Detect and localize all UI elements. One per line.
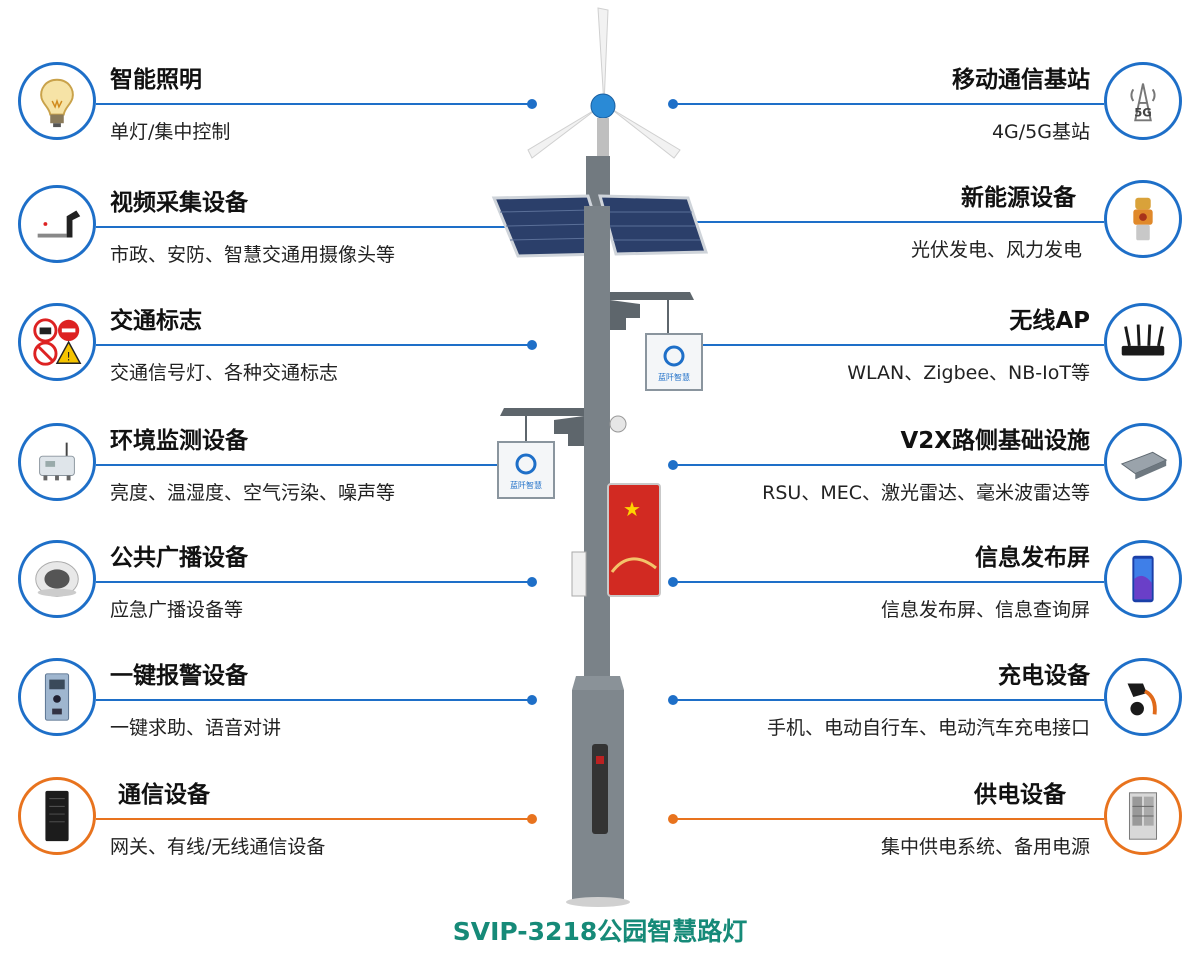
- connector-line: [672, 464, 1104, 466]
- connector-dot: [668, 695, 678, 705]
- feature-traffic-signs: ! 交通标志 交通信号灯、各种交通标志: [0, 303, 1200, 413]
- light-bulb-icon: [18, 62, 96, 140]
- feature-desc: 光伏发电、风力发电: [910, 239, 1082, 261]
- feature-title: 环境监测设备: [110, 428, 248, 454]
- connector-line: [672, 699, 1104, 701]
- display-screen-icon: [1104, 540, 1182, 618]
- feature-smart-lighting: 智能照明 单灯/集中控制: [0, 62, 1200, 172]
- wind-turbine-icon: [527, 7, 681, 159]
- feature-title: 一键报警设备: [110, 663, 248, 689]
- feature-title: 交通标志: [110, 308, 202, 334]
- feature-desc: 交通信号灯、各种交通标志: [110, 362, 339, 384]
- connector-line: [96, 103, 532, 105]
- 5g-tower-icon: 5G: [1104, 62, 1182, 140]
- connector-line: [96, 699, 532, 701]
- feature-title: 智能照明: [110, 67, 202, 93]
- feature-title: 新能源设备: [961, 185, 1076, 211]
- feature-desc: 集中供电系统、备用电源: [880, 836, 1090, 858]
- roadside-unit-icon: [1104, 423, 1182, 501]
- connector-dot: [527, 340, 537, 350]
- connector-dot: [527, 814, 537, 824]
- connector-dot: [668, 460, 678, 470]
- connector-line: [96, 344, 532, 346]
- feature-communication: 通信设备 网关、有线/无线通信设备: [0, 777, 1200, 887]
- feature-public-broadcast: 公共广播设备 应急广播设备等: [0, 540, 1200, 650]
- feature-title: 充电设备: [998, 663, 1090, 689]
- feature-desc: 4G/5G基站: [991, 121, 1090, 143]
- lantern-left: 蓝阡智慧: [497, 441, 555, 499]
- smart-pole-illustration: 蓝阡智慧 蓝阡智慧 ★: [491, 7, 709, 907]
- connector-dot: [668, 99, 678, 109]
- feature-desc: RSU、MEC、激光雷达、毫米波雷达等: [762, 482, 1090, 504]
- feature-title: 视频采集设备: [110, 190, 248, 216]
- feature-charging: 充电设备 手机、电动自行车、电动汽车充电接口: [0, 658, 1200, 768]
- feature-power-supply: 供电设备 集中供电系统、备用电源: [0, 777, 1200, 887]
- power-cabinet-icon: [1104, 777, 1182, 855]
- connector-line: [672, 818, 1104, 820]
- connector-dot: [527, 99, 537, 109]
- feature-desc: 一键求助、语音对讲: [110, 717, 282, 739]
- lantern-right: 蓝阡智慧: [645, 333, 703, 391]
- feature-one-key-alarm: 一键报警设备 一键求助、语音对讲: [0, 658, 1200, 768]
- feature-title: 信息发布屏: [975, 545, 1090, 571]
- connector-line: [96, 464, 532, 466]
- connector-line: [96, 226, 532, 228]
- feature-title: 无线AP: [1009, 308, 1090, 334]
- connector-line: [96, 581, 532, 583]
- server-cabinet-icon: [18, 777, 96, 855]
- feature-desc: 单灯/集中控制: [110, 121, 231, 143]
- feature-desc: 应急广播设备等: [110, 599, 244, 621]
- alarm-panel-icon: [18, 658, 96, 736]
- led-banner-screen: ★: [607, 483, 661, 597]
- feature-video-capture: 视频采集设备 市政、安防、智慧交通用摄像头等: [0, 185, 1200, 295]
- feature-title: 通信设备: [118, 782, 210, 808]
- feature-desc: 网关、有线/无线通信设备: [110, 836, 326, 858]
- svg-text:5G: 5G: [1134, 105, 1152, 119]
- lantern-logo-text: 蓝阡智慧: [658, 372, 690, 382]
- ev-charger-icon: [1104, 658, 1182, 736]
- connector-line: [672, 103, 1104, 105]
- svg-text:!: !: [66, 349, 71, 363]
- feature-desc: 亮度、温湿度、空气污染、噪声等: [110, 482, 396, 504]
- feature-mobile-base-station: 5G 移动通信基站 4G/5G基站: [0, 62, 1200, 172]
- connector-dot: [668, 814, 678, 824]
- environment-sensor-icon: [18, 423, 96, 501]
- solar-panel-icon: [491, 194, 709, 258]
- feature-title: 公共广播设备: [110, 545, 248, 571]
- connector-dot: [668, 577, 678, 587]
- feature-title: 供电设备: [974, 782, 1066, 808]
- feature-info-screen: 信息发布屏 信息发布屏、信息查询屏: [0, 540, 1200, 650]
- feature-title: V2X路侧基础设施: [900, 428, 1090, 454]
- feature-desc: 信息发布屏、信息查询屏: [880, 599, 1090, 621]
- feature-desc: 市政、安防、智慧交通用摄像头等: [110, 244, 396, 266]
- energy-device-icon: [1104, 180, 1182, 258]
- feature-v2x: V2X路侧基础设施 RSU、MEC、激光雷达、毫米波雷达等: [0, 423, 1200, 533]
- traffic-sign-icon: !: [18, 303, 96, 381]
- wifi-router-icon: [1104, 303, 1182, 381]
- feature-title: 移动通信基站: [952, 67, 1090, 93]
- lantern-logo-text: 蓝阡智慧: [510, 480, 542, 490]
- connector-line: [96, 818, 532, 820]
- svg-text:★: ★: [623, 497, 641, 521]
- connector-dot: [527, 577, 537, 587]
- connector-line: [672, 581, 1104, 583]
- connector-dot: [527, 695, 537, 705]
- speaker-icon: [18, 540, 96, 618]
- feature-desc: 手机、电动自行车、电动汽车充电接口: [766, 717, 1090, 739]
- camera-icon: [18, 185, 96, 263]
- connector-line: [672, 221, 1104, 223]
- connector-line: [672, 344, 1104, 346]
- product-caption: SVIP-3218公园智慧路灯: [452, 917, 748, 946]
- feature-desc: WLAN、Zigbee、NB-IoT等: [847, 362, 1090, 384]
- feature-wireless-ap: 无线AP WLAN、Zigbee、NB-IoT等: [0, 303, 1200, 413]
- charging-port-icon: [592, 744, 608, 834]
- feature-environment-monitoring: 环境监测设备 亮度、温湿度、空气污染、噪声等: [0, 423, 1200, 533]
